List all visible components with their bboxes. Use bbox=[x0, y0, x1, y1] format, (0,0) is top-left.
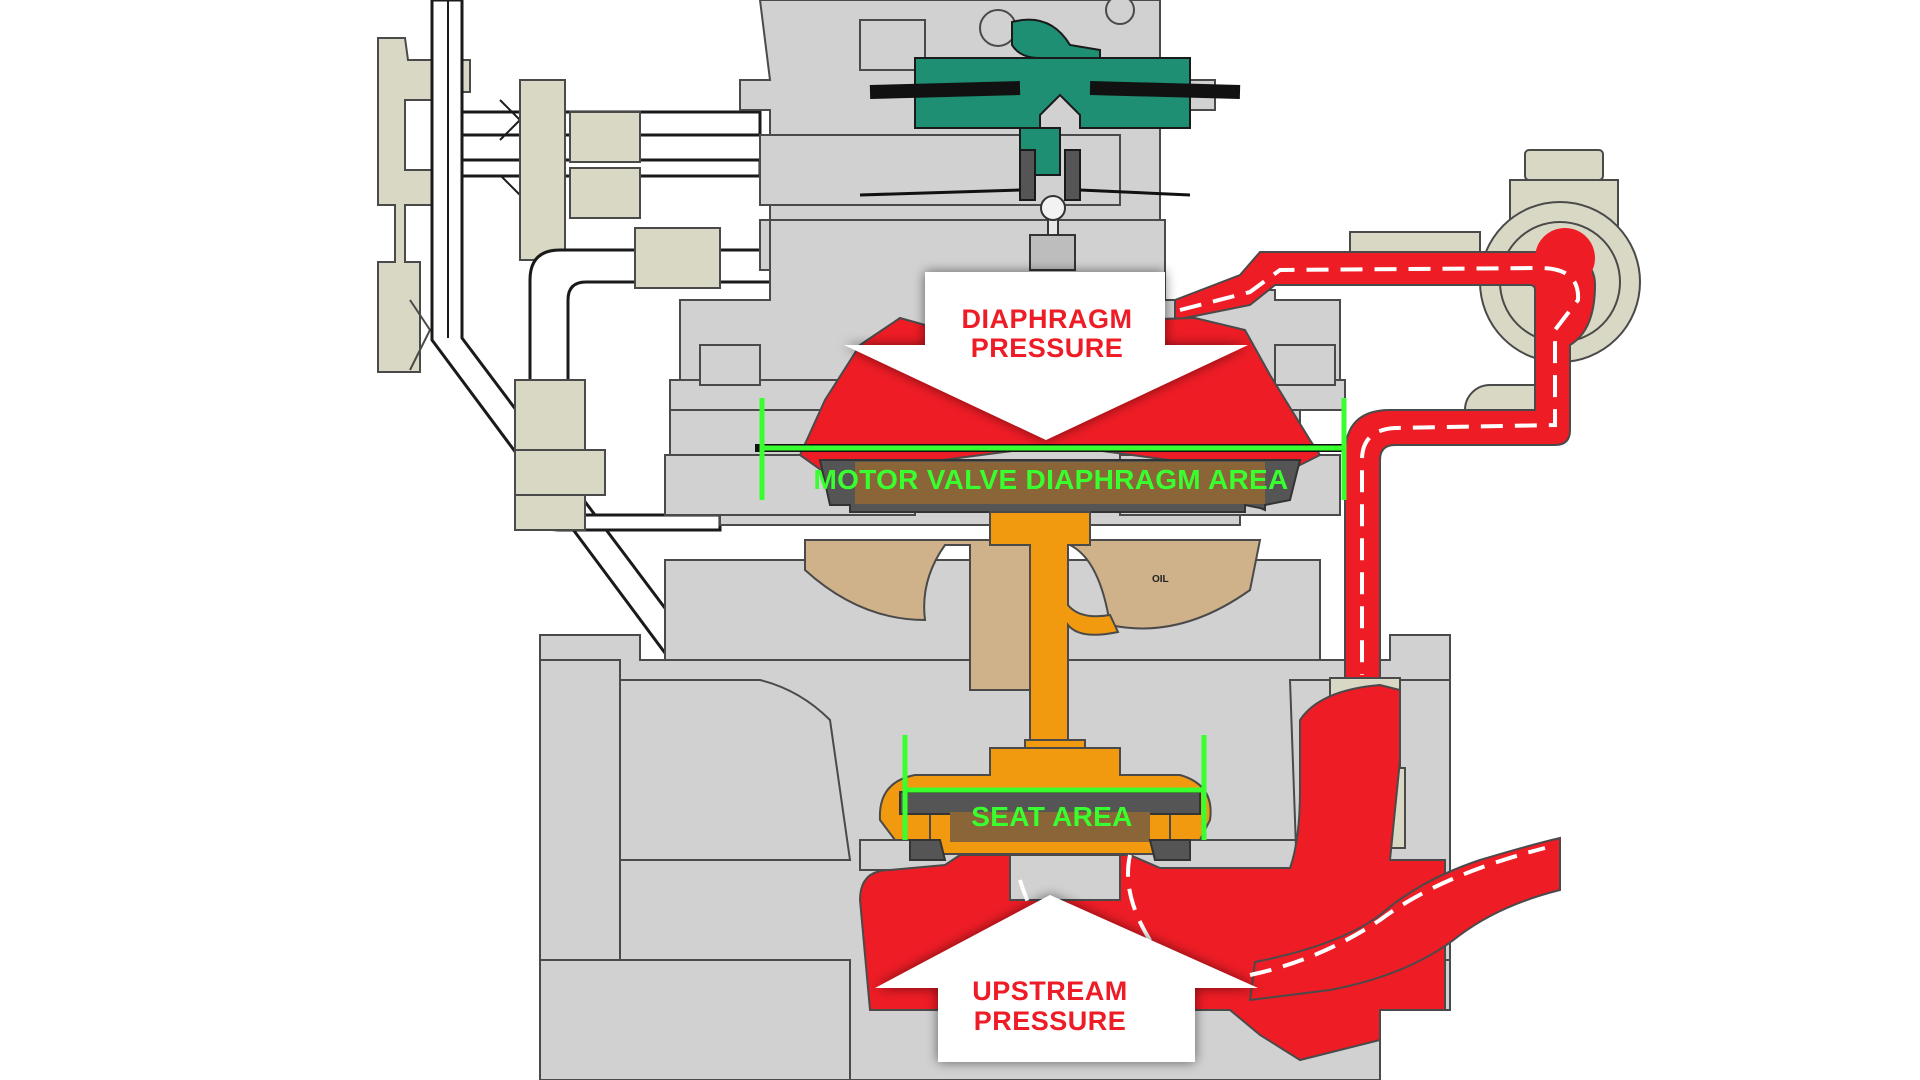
upstream-pressure-label-line1: UPSTREAM bbox=[972, 976, 1128, 1006]
seat-area-marker: SEAT AREA bbox=[902, 735, 1207, 840]
upstream-pressure-label-line2: PRESSURE bbox=[974, 1006, 1127, 1036]
upstream-pressure-arrow: UPSTREAM PRESSURE bbox=[875, 895, 1258, 1062]
diaphragm-pressure-label-line2: PRESSURE bbox=[971, 333, 1124, 363]
motor-valve-diaphragm-area-marker: MOTOR VALVE DIAPHRAGM AREA bbox=[759, 398, 1347, 500]
oil-label: OIL bbox=[1152, 574, 1169, 585]
diaphragm-pressure-arrow: DIAPHRAGM PRESSURE bbox=[844, 272, 1248, 440]
seat-assembly bbox=[878, 747, 1212, 861]
diaphragm-pressure-label-line1: DIAPHRAGM bbox=[962, 304, 1133, 334]
pilot-valve bbox=[859, 0, 1241, 271]
seat-area-label: SEAT AREA bbox=[971, 801, 1132, 832]
upstream-pressure-line bbox=[1174, 228, 1597, 679]
motor-valve-diaphragm-area-label: MOTOR VALVE DIAPHRAGM AREA bbox=[814, 464, 1289, 495]
